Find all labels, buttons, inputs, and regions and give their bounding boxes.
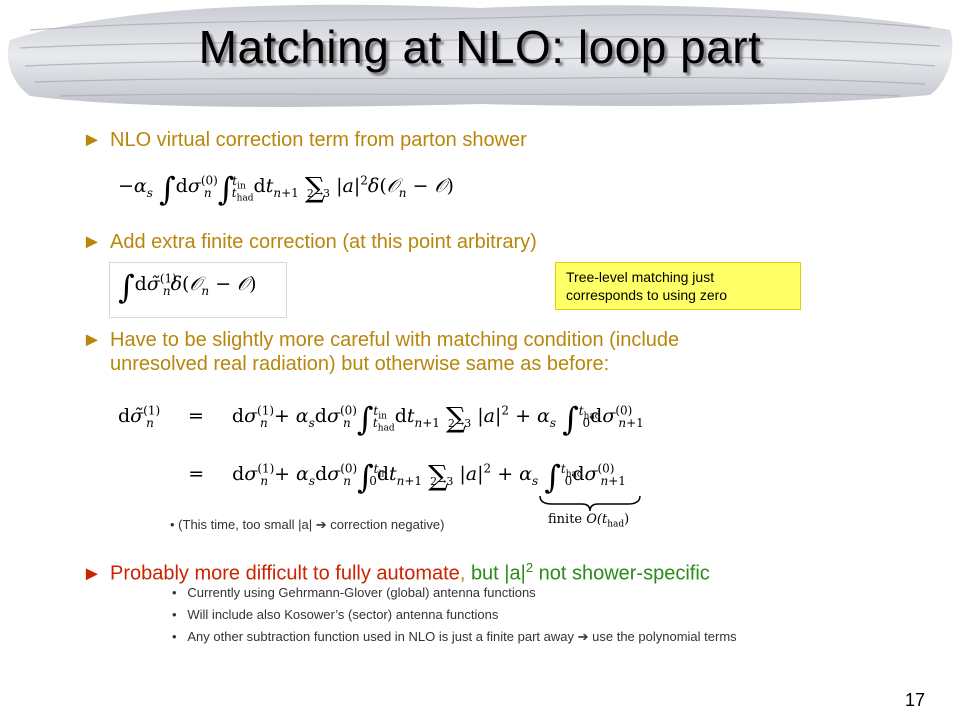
finite-label: finite O(thad): [548, 512, 630, 530]
bullet-1-text: NLO virtual correction term from parton …: [110, 129, 527, 151]
sub-bullet-1: • Currently using Gehrmann-Glover (globa…: [172, 585, 536, 600]
formula-matching-line-2: dσ̃(1) = dσ(1)n + αsdσ(0)n ∫tin0dtn+1 ∑2…: [188, 458, 626, 496]
note-line-1: Tree-level matching just: [566, 269, 715, 285]
bullet-2-text: Add extra finite correction (at this poi…: [110, 231, 537, 253]
bullet-4-green-1: but |a|: [470, 562, 526, 585]
right-arrow-icon: ➔: [315, 517, 327, 532]
formula-finite-correction-frame: [109, 262, 287, 318]
bullet-2: ► Add extra finite correction (at this po…: [82, 230, 537, 254]
bullet-4-red: Probably more difficult to fully automat…: [110, 562, 460, 585]
bullet-3: ► Have to be slightly more careful with m…: [82, 328, 679, 376]
finite-subscript: had: [607, 519, 625, 530]
sub-bullet-2-text: Will include also Kosower’s (sector) ant…: [187, 607, 499, 622]
right-arrow-icon: ➔: [577, 629, 589, 644]
formula-virtual-correction: −αs ∫dσ(0)n ∫tinthaddtn+1 ∑2→3 |a|2δ(𝒪n …: [118, 170, 454, 208]
sub-bullet-3: • Any other subtraction function used in…: [172, 629, 737, 644]
sub-bullet-1-text: Currently using Gehrmann-Glover (global)…: [187, 585, 536, 600]
bullet-4: ► Probably more difficult to fully automa…: [82, 556, 710, 586]
sub-note: • (This time, too small |a| ➔ correction…: [170, 517, 445, 532]
arrow-bullet-icon: ►: [82, 231, 102, 253]
page-title: Matching at NLO: loop part: [198, 21, 762, 73]
tree-level-note: Tree-level matching just corresponds to …: [555, 262, 801, 310]
bullet-3-line-2: unresolved real radiation) but otherwise…: [110, 353, 610, 375]
arrow-bullet-icon: ►: [82, 329, 102, 351]
bullet-3-line-1: Have to be slightly more careful with ma…: [110, 329, 680, 351]
underbrace-icon: [539, 495, 641, 512]
bullet-4-sup: 2: [525, 560, 534, 575]
sub-bullet-3-tail: use the polynomial terms: [592, 629, 737, 644]
finite-word: finite: [548, 512, 583, 527]
bullet-1: ► NLO virtual correction term from parton…: [82, 128, 527, 152]
note-line-2: corresponds to using zero: [566, 287, 728, 303]
arrow-bullet-icon: ►: [82, 562, 102, 585]
sub-bullet-2: • Will include also Kosower’s (sector) a…: [172, 607, 499, 622]
bullet-4-sep: ,: [459, 562, 471, 585]
bullet-4-green-2: not shower-specific: [533, 562, 710, 585]
sub-note-text: (This time, too small |a|: [178, 517, 313, 532]
formula-finite-correction: ∫dσ̃(1)nδ(𝒪n − 𝒪): [118, 268, 257, 306]
sub-note-tail: correction negative): [330, 517, 445, 532]
arrow-bullet-icon: ►: [82, 129, 102, 151]
title-banner: [7, 4, 953, 107]
page-number: 17: [905, 690, 926, 710]
sub-bullet-3-text: Any other subtraction function used in N…: [187, 629, 574, 644]
formula-matching-line-1: dσ̃(1)n = dσ(1)n + αsdσ(0)n ∫tinthaddtn+…: [118, 400, 644, 438]
finite-expression: O(t: [586, 512, 608, 527]
